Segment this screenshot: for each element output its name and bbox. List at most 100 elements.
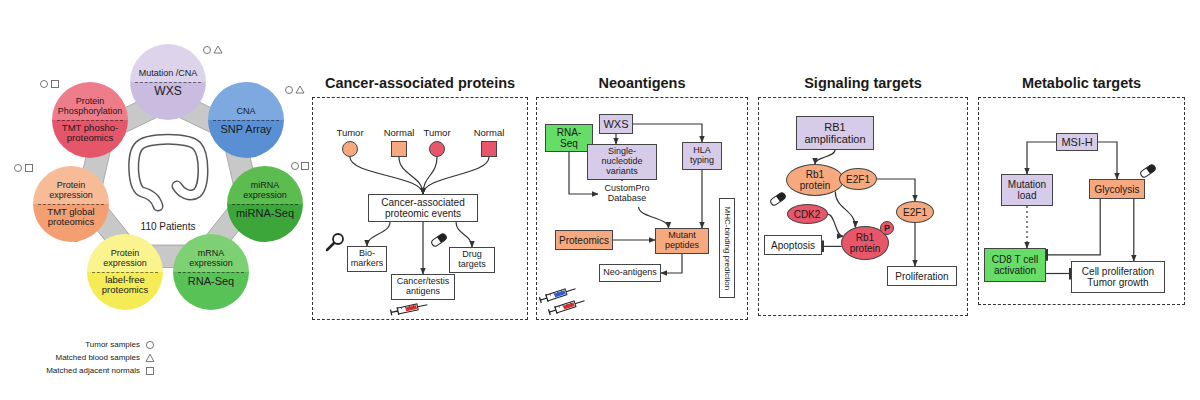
node-label: Protein expression bbox=[87, 234, 163, 272]
protein-ellipse: E2F1 bbox=[896, 201, 934, 223]
process-box: Proteomics bbox=[555, 230, 613, 250]
divider-line bbox=[178, 272, 244, 273]
node-label: Normal bbox=[474, 128, 505, 138]
node-label: MSI-H bbox=[1061, 136, 1092, 148]
tumor-circle: Tumor bbox=[342, 141, 358, 157]
process-box: Mutant peptides bbox=[655, 228, 709, 254]
node-label: Protein Phosphorylation bbox=[52, 82, 128, 120]
tumor-symbol bbox=[204, 47, 211, 54]
node-label: CDK2 bbox=[794, 209, 821, 220]
node-label: miRNA expression bbox=[227, 166, 303, 204]
connector bbox=[367, 222, 390, 246]
connector bbox=[701, 170, 702, 228]
legend-row: Matched blood samples bbox=[30, 351, 155, 364]
node-label: HLA typing bbox=[685, 146, 719, 166]
legend-label: Matched blood samples bbox=[56, 353, 141, 362]
process-box: Cell proliferation Tumor growth bbox=[1071, 261, 1165, 293]
node-label: E2F1 bbox=[846, 174, 870, 185]
dashed-panel: NeoantigensRNA-SeqWXSSingle-nucleotide v… bbox=[536, 97, 748, 320]
process-box: Cancer-associated proteomic events bbox=[368, 194, 478, 222]
connector bbox=[661, 254, 682, 273]
node-label: Mutation /CNA bbox=[130, 44, 206, 82]
process-box: RNA-Seq bbox=[545, 124, 593, 152]
process-box: Bio- markers bbox=[347, 246, 387, 272]
node-label: TMT global proteomics bbox=[33, 204, 109, 242]
data-type-circle: Mutation /CNAWXS bbox=[130, 44, 206, 120]
text-node: CustomPro Database bbox=[598, 181, 656, 207]
node-label: E2F1 bbox=[903, 207, 927, 218]
process-box: Proliferation bbox=[887, 266, 957, 286]
connector bbox=[615, 134, 616, 144]
node-label: 110 Patients bbox=[141, 221, 196, 232]
dashed-panel: Signaling targetsRB1 amplificationRb1 pr… bbox=[758, 97, 968, 316]
node-label: Drug targets bbox=[452, 250, 492, 270]
data-type-circle: Protein PhosphorylationTMT phosho-proteo… bbox=[52, 82, 128, 158]
phospho-circle: P bbox=[880, 221, 894, 235]
connector bbox=[1133, 199, 1134, 261]
divider-line bbox=[38, 204, 104, 205]
panel-title: Metabolic targets bbox=[1022, 75, 1141, 91]
legend-label: Tumor samples bbox=[85, 340, 140, 349]
dashed-panel: Cancer-associated proteinsTumorNormalTum… bbox=[312, 97, 528, 320]
node-label: Single-nucleotide variants bbox=[590, 147, 654, 177]
node-label: Cancer-associated proteomic events bbox=[371, 197, 475, 219]
connector bbox=[639, 207, 669, 228]
node-label: miRNA-Seq bbox=[227, 204, 303, 242]
normal-square: Normal bbox=[481, 141, 497, 157]
legend-symbol bbox=[145, 353, 155, 363]
node-label: TMT phosho-proteomics bbox=[52, 120, 128, 158]
process-box: Drug targets bbox=[449, 247, 495, 273]
pill-icon bbox=[1139, 164, 1156, 179]
connector bbox=[1026, 206, 1027, 248]
legend-row: Tumor samples bbox=[30, 338, 155, 351]
node-label: Mutation load bbox=[1004, 179, 1050, 201]
node-label: mRNA expression bbox=[173, 234, 249, 272]
normal-symbol bbox=[26, 165, 33, 172]
tumor-symbol bbox=[286, 87, 293, 94]
node-label: SNP Array bbox=[208, 120, 284, 158]
node-label: Apoptosis bbox=[771, 240, 815, 251]
syringe-icon bbox=[539, 285, 577, 304]
divider-line bbox=[232, 204, 298, 205]
tumor-symbol bbox=[41, 81, 48, 88]
legend-row: Matched adjacent normals bbox=[30, 364, 155, 377]
node-label: label-free proteomics bbox=[87, 272, 163, 310]
process-box: Cancer/testis antigens bbox=[391, 274, 455, 300]
connector bbox=[1027, 142, 1056, 174]
connector bbox=[350, 157, 423, 194]
connector bbox=[633, 124, 702, 142]
process-box: RB1 amplification bbox=[796, 116, 874, 150]
connector bbox=[822, 246, 841, 247]
protein-ellipse: Rb1 proteinP bbox=[841, 226, 889, 260]
node-label: Neo-antigens bbox=[603, 268, 657, 278]
blood-symbol bbox=[296, 86, 304, 93]
connector bbox=[399, 157, 423, 194]
panel-title: Signaling targets bbox=[804, 75, 922, 91]
node-label: Glycolysis bbox=[1094, 184, 1139, 195]
legend-swatch bbox=[146, 354, 154, 361]
process-box: Neo-antigens bbox=[599, 264, 661, 282]
legend-swatch bbox=[146, 341, 153, 348]
process-box: Mutation load bbox=[1001, 174, 1053, 206]
panel-title: Cancer-associated proteins bbox=[325, 75, 515, 91]
node-label: Cancer/testis antigens bbox=[394, 277, 452, 297]
connector bbox=[815, 150, 835, 164]
tumor-symbol bbox=[15, 165, 22, 172]
normal-symbol bbox=[302, 163, 309, 170]
node-label: P bbox=[884, 224, 890, 233]
connector bbox=[1046, 199, 1100, 255]
normal-symbol bbox=[52, 81, 59, 88]
node-label: Protein expression bbox=[33, 166, 109, 204]
legend-symbol bbox=[145, 340, 155, 350]
panel-title: Neoantigens bbox=[598, 75, 685, 91]
node-label: Normal bbox=[384, 128, 415, 138]
protein-ellipse: E2F1 bbox=[839, 168, 877, 190]
node-label: Tumor bbox=[423, 128, 450, 138]
normal-square: Normal bbox=[391, 141, 407, 157]
divider-line bbox=[135, 82, 201, 83]
process-box: Single-nucleotide variants bbox=[587, 144, 657, 180]
node-label: CNA bbox=[208, 82, 284, 120]
pill-icon bbox=[769, 192, 786, 207]
node-label: WXS bbox=[130, 82, 206, 120]
